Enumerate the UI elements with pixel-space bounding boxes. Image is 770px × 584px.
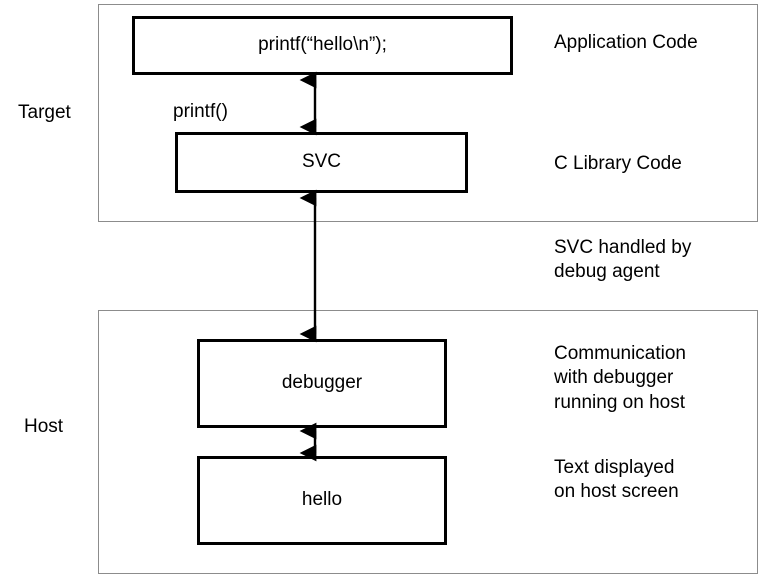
- annotation-text-displayed-on-host-screen: Text displayed on host screen: [554, 457, 679, 503]
- box-debugger: debugger: [197, 339, 447, 428]
- box-svc: SVC: [175, 132, 468, 193]
- annotation-svc-handled-by-debug-agent: SVC handled by debug agent: [554, 237, 692, 283]
- annotation-c-library-code: C Library Code: [554, 153, 682, 174]
- annotation-communication-with-debugger: Communication with debugger running on h…: [554, 343, 686, 413]
- region-label-target: Target: [18, 102, 71, 123]
- annotation-application-code: Application Code: [554, 32, 698, 53]
- edge-label-printf-function: printf(): [173, 101, 228, 122]
- box-hello: hello: [197, 456, 447, 545]
- region-label-host: Host: [24, 416, 64, 437]
- box-printf-call: printf(“hello\n”);: [132, 16, 513, 75]
